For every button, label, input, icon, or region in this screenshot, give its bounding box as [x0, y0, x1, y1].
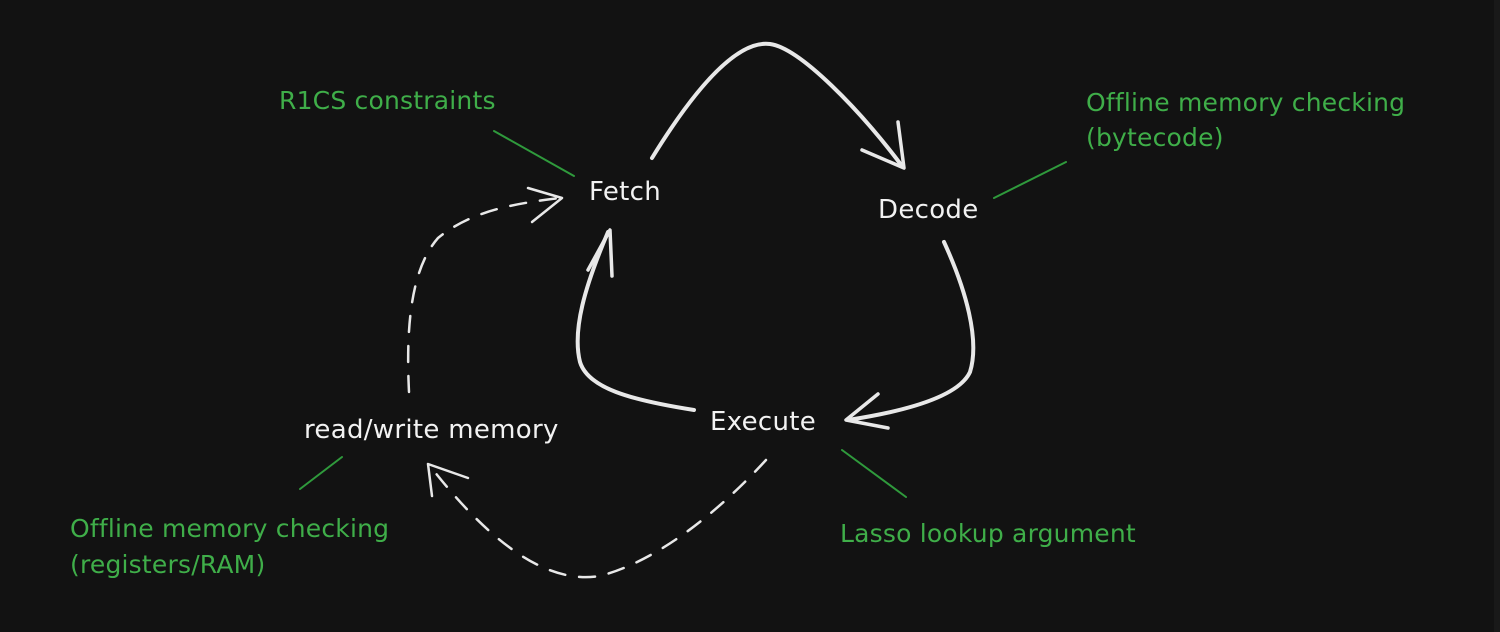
node-execute: Execute: [710, 407, 816, 437]
leader-fetch-note: [493, 130, 575, 177]
leader-decode-note: [993, 161, 1067, 199]
arrow-execute-to-memory-dashed: [426, 458, 768, 579]
node-fetch: Fetch: [589, 177, 661, 207]
annotation-decode-line-1: Offline memory checking: [1086, 88, 1405, 117]
leader-memory-note: [299, 456, 343, 490]
annotation-execute-line-1: Lasso lookup argument: [840, 519, 1136, 548]
annotation-memory-line-1: Offline memory checking: [70, 514, 389, 543]
node-decode: Decode: [878, 195, 979, 225]
leader-execute-note: [841, 449, 907, 498]
node-read-write-memory: read/write memory: [304, 415, 559, 445]
annotation-decode-line-2: (bytecode): [1086, 123, 1224, 152]
annotation-fetch-line-1: R1CS constraints: [279, 86, 496, 115]
right-edge-strip: [1494, 0, 1500, 632]
arrow-decode-to-execute: [844, 240, 976, 430]
arrow-memory-to-fetch-dashed: [406, 186, 564, 394]
arrow-fetch-to-decode: [650, 41, 906, 170]
annotation-memory-line-2: (registers/RAM): [70, 550, 265, 579]
arrow-execute-to-fetch: [575, 228, 696, 412]
